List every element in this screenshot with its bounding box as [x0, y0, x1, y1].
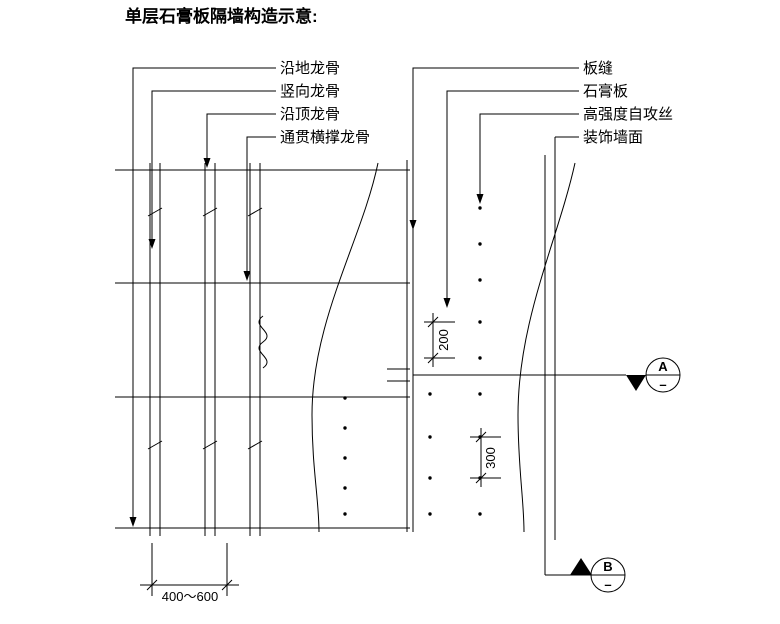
arrowhead-icon: [148, 239, 156, 249]
section-number-b: –: [604, 577, 611, 592]
dim-value-200: 200: [436, 329, 451, 351]
stud-connection-ticks: [147, 207, 263, 450]
arrowhead-icon: [129, 517, 137, 527]
dimension-200: 200: [424, 313, 455, 367]
leader-through-brace: [243, 136, 276, 281]
leader-board-seam: [409, 67, 579, 230]
dim-value-stud-spacing: 400～600: [162, 589, 218, 604]
dimension-300: 300: [470, 428, 501, 487]
left-leaders: [129, 67, 276, 527]
leader-floor-runner: [129, 67, 276, 527]
label-vertical-stud: 竖向龙骨: [280, 83, 340, 100]
arrowhead-icon: [243, 271, 251, 281]
gypsum-board-edge-left: [311, 162, 379, 533]
label-board-seam: 板缝: [583, 59, 613, 77]
page-title: 单层石膏板隔墙构造示意:: [125, 6, 318, 26]
label-decorative-wall: 装饰墙面: [583, 129, 643, 146]
left-elevation-framing: [115, 162, 410, 536]
break-line-symbol: [258, 315, 268, 369]
screw-dots-left: [343, 396, 347, 516]
screw-dots-right: [428, 206, 482, 516]
section-letter-b: B: [603, 559, 612, 574]
section-marker-b: B –: [545, 557, 626, 593]
label-through-brace: 通贯横撑龙骨: [280, 129, 370, 146]
dim-value-300: 300: [483, 447, 498, 469]
leader-gypsum-board: [443, 90, 579, 308]
dimension-400-600: 400～600: [140, 543, 239, 604]
leader-self-tapping-screw: [476, 113, 579, 204]
arrowhead-icon: [203, 158, 211, 168]
right-panel-board: [387, 137, 626, 575]
leader-ceiling-runner: [203, 113, 276, 168]
label-gypsum-board: 石膏板: [583, 82, 628, 100]
label-ceiling-runner: 沿顶龙骨: [280, 106, 340, 123]
arrowhead-icon: [443, 298, 451, 308]
section-direction-triangle-icon: [570, 558, 592, 575]
section-letter-a: A: [658, 359, 668, 374]
label-floor-runner: 沿地龙骨: [280, 60, 340, 77]
section-direction-triangle-icon: [626, 375, 646, 391]
leader-vertical-stud: [148, 90, 276, 249]
label-self-tapping-screw: 高强度自攻丝: [583, 106, 673, 123]
section-marker-a: A –: [626, 357, 681, 393]
arrowhead-icon: [476, 194, 484, 204]
section-number-a: –: [659, 377, 666, 392]
right-leaders: [409, 67, 579, 308]
arrowhead-icon: [409, 220, 417, 230]
gypsum-board-edge-right: [517, 162, 576, 533]
